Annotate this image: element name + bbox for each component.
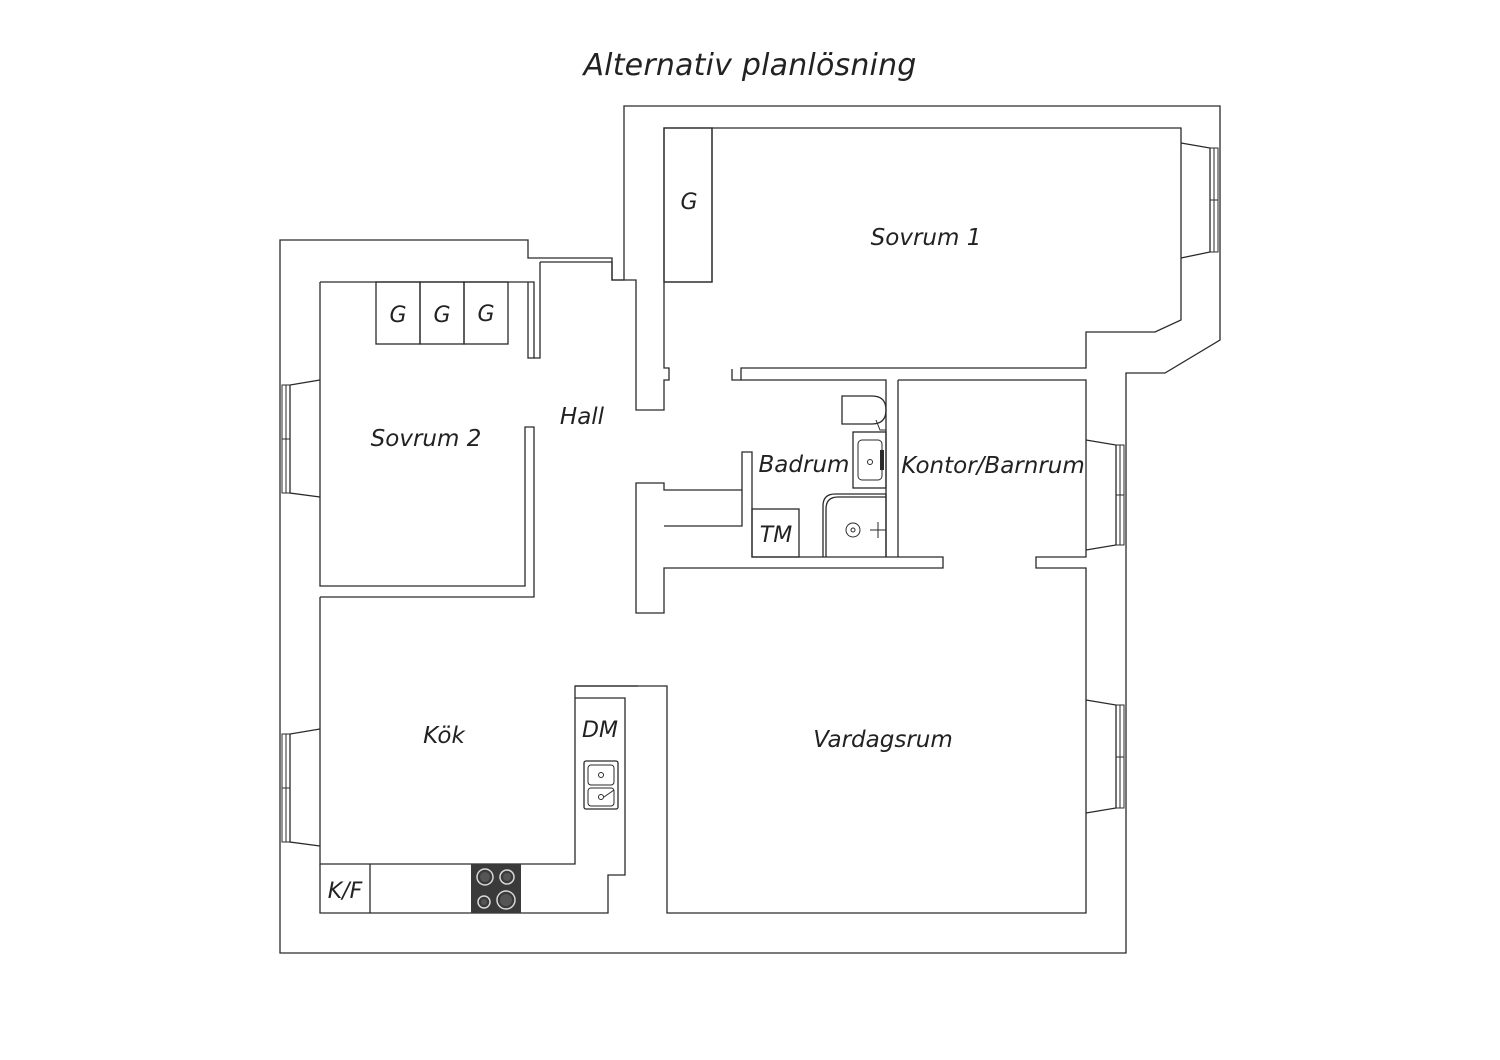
label-washing-machine: TM bbox=[760, 523, 792, 548]
window-icon bbox=[1180, 142, 1219, 259]
label-sovrum2: Sovrum 2 bbox=[371, 426, 482, 452]
label-badrum: Badrum bbox=[759, 452, 850, 478]
window-icon bbox=[1085, 699, 1125, 814]
label-fridge-freezer: K/F bbox=[328, 879, 363, 904]
label-vardagsrum: Vardagsrum bbox=[813, 727, 953, 753]
sovrum2-walls bbox=[320, 281, 535, 359]
washing-machine bbox=[751, 508, 800, 558]
window-icon bbox=[281, 728, 321, 847]
sovrum1-walls bbox=[712, 127, 1182, 381]
kitchen-sink-icon bbox=[583, 760, 619, 810]
wardrobe-sovrum2-3 bbox=[463, 281, 509, 345]
window-icon bbox=[1085, 439, 1125, 551]
label-dishwasher: DM bbox=[582, 718, 618, 743]
label-wardrobe-3: G bbox=[477, 302, 494, 327]
wardrobe-sovrum1 bbox=[663, 127, 713, 283]
label-wardrobe-2: G bbox=[433, 303, 450, 328]
sink-icon bbox=[852, 431, 887, 489]
label-kok: Kök bbox=[423, 723, 466, 749]
label-wardrobe-sovrum1: G bbox=[680, 190, 697, 215]
label-sovrum1: Sovrum 1 bbox=[871, 225, 982, 251]
label-kontor: Kontor/Barnrum bbox=[901, 453, 1085, 479]
plan-title: Alternativ planlösning bbox=[583, 48, 917, 83]
outer-wall bbox=[279, 105, 1221, 954]
stove-icon bbox=[471, 864, 521, 913]
label-wardrobe-1: G bbox=[389, 303, 406, 328]
label-hall: Hall bbox=[560, 404, 605, 430]
window-icon bbox=[281, 379, 321, 498]
shower-icon bbox=[822, 493, 887, 557]
toilet-icon bbox=[841, 395, 887, 431]
